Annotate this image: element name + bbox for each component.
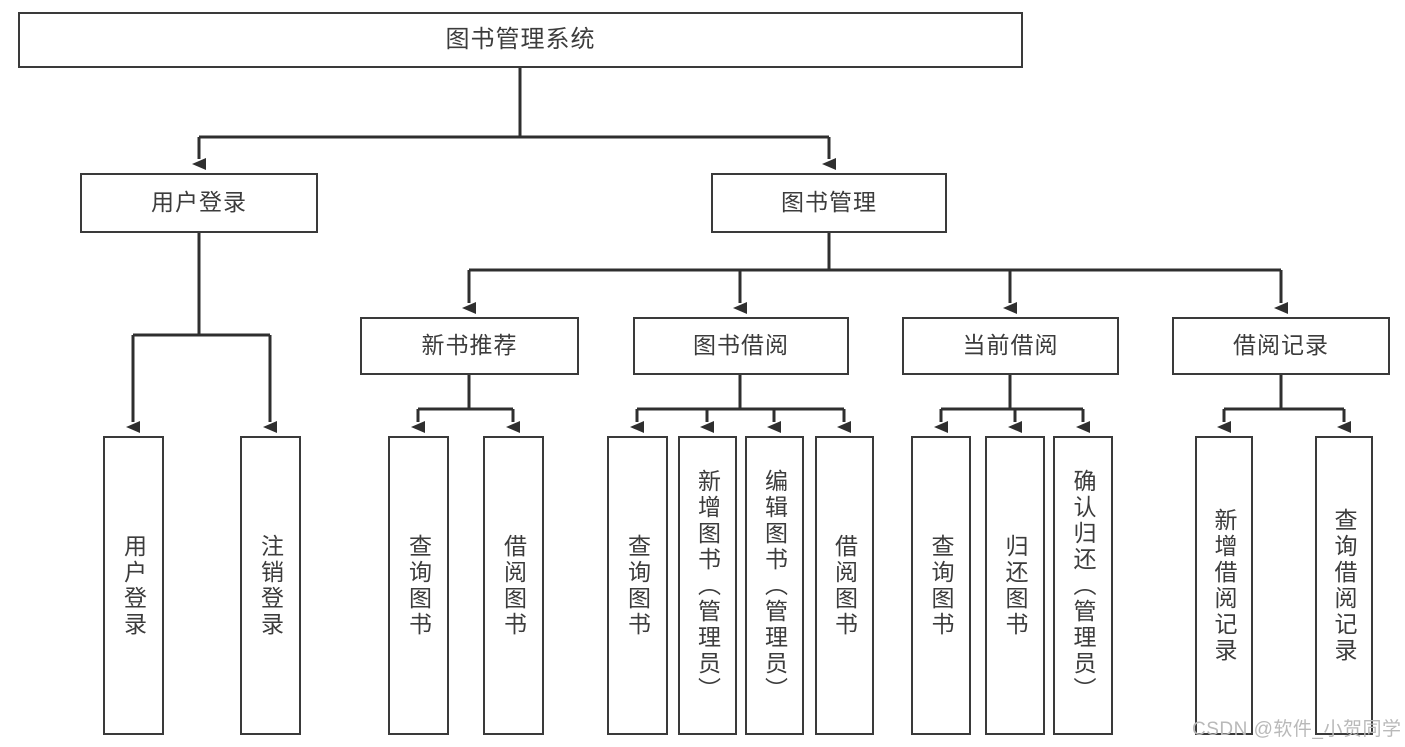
node-label: 借阅记录 [1233, 332, 1329, 359]
node-label: 图书借阅 [693, 332, 789, 359]
node-leaf-query-book-2[interactable]: 查询图书 [607, 436, 668, 735]
node-label: 编辑图书（管理员） [761, 468, 788, 703]
node-leaf-logout[interactable]: 注销登录 [240, 436, 301, 735]
node-leaf-borrow-book-1[interactable]: 借阅图书 [483, 436, 544, 735]
node-label: 查询图书 [405, 533, 432, 638]
node-book-borrow[interactable]: 图书借阅 [633, 317, 849, 375]
node-label: 新书推荐 [421, 332, 518, 359]
node-label: 查询借阅记录 [1331, 507, 1357, 664]
node-label: 当前借阅 [962, 332, 1059, 359]
node-leaf-query-book-1[interactable]: 查询图书 [388, 436, 449, 735]
node-leaf-add-record[interactable]: 新增借阅记录 [1195, 436, 1253, 735]
node-label: 借阅图书 [831, 533, 858, 638]
node-current-borrow[interactable]: 当前借阅 [902, 317, 1119, 375]
node-leaf-edit-book[interactable]: 编辑图书（管理员） [745, 436, 804, 735]
node-label: 图书管理 [781, 189, 877, 216]
node-leaf-borrow-book-2[interactable]: 借阅图书 [815, 436, 874, 735]
node-leaf-add-book[interactable]: 新增图书（管理员） [678, 436, 737, 735]
node-borrow-record[interactable]: 借阅记录 [1172, 317, 1390, 375]
node-user-login[interactable]: 用户登录 [80, 173, 318, 233]
node-label: 查询图书 [624, 533, 651, 638]
node-leaf-query-record[interactable]: 查询借阅记录 [1315, 436, 1373, 735]
node-label: 借阅图书 [500, 533, 527, 638]
node-label: 确认归还（管理员） [1070, 468, 1096, 703]
node-label: 归还图书 [1002, 533, 1028, 638]
node-root-system[interactable]: 图书管理系统 [18, 12, 1023, 68]
node-new-book-rec[interactable]: 新书推荐 [360, 317, 579, 375]
node-label: 用户登录 [151, 189, 247, 216]
node-label: 新增图书（管理员） [694, 468, 721, 703]
node-leaf-return-book[interactable]: 归还图书 [985, 436, 1045, 735]
node-label: 用户登录 [120, 533, 147, 638]
node-label: 新增借阅记录 [1211, 507, 1237, 664]
node-label: 图书管理系统 [445, 25, 596, 53]
watermark: CSDN @软件_小贺同学 [1192, 719, 1402, 740]
node-book-manage[interactable]: 图书管理 [711, 173, 947, 233]
node-leaf-query-book-3[interactable]: 查询图书 [911, 436, 971, 735]
node-leaf-confirm-return[interactable]: 确认归还（管理员） [1053, 436, 1113, 735]
node-label: 注销登录 [257, 533, 284, 638]
node-leaf-user-login[interactable]: 用户登录 [103, 436, 164, 735]
node-label: 查询图书 [928, 533, 954, 638]
